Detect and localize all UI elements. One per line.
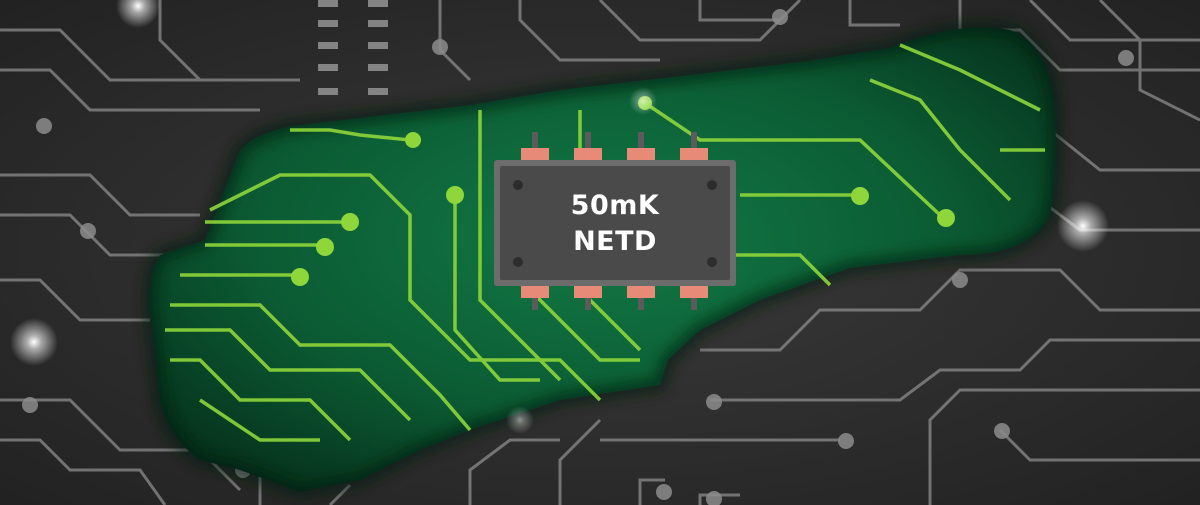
- chip-label-line2: NETD: [573, 226, 657, 257]
- slot-array: [318, 0, 388, 95]
- chip-label-line1: 50mK: [570, 190, 660, 221]
- light-sparkles: [10, 0, 1109, 434]
- chip-label: 50mK NETD: [500, 188, 730, 260]
- green-traces: [165, 43, 1045, 442]
- background-trace-pads: [22, 9, 1134, 505]
- ic-chip: [494, 132, 736, 310]
